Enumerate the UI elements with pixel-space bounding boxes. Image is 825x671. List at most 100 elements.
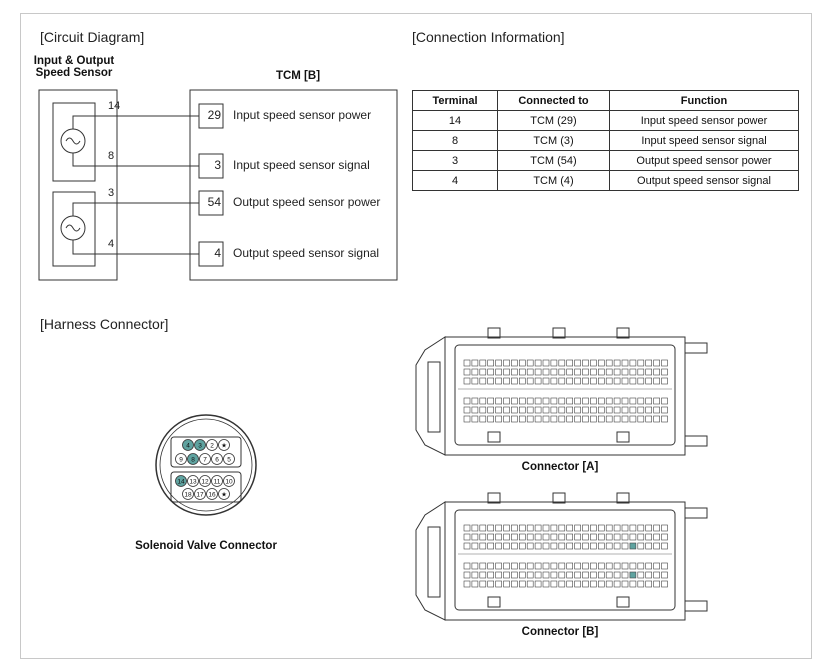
connector-pin	[487, 542, 495, 550]
connector-pin	[479, 377, 487, 385]
connector-pin	[550, 571, 558, 579]
connector-pin	[653, 533, 660, 541]
connector-pin	[590, 359, 597, 367]
connector-pin	[566, 359, 574, 367]
connector-pin	[463, 415, 471, 423]
connector-pin	[463, 524, 471, 532]
connector-pin	[503, 406, 510, 414]
connector-pin	[653, 397, 660, 405]
connector-pin	[503, 397, 510, 405]
connector-pin	[471, 397, 479, 405]
solenoid-pin-label: ★	[221, 491, 227, 499]
connector-pin	[582, 377, 589, 385]
connector-pin	[645, 368, 653, 376]
connector-pin	[621, 571, 629, 579]
connector-pin	[566, 580, 574, 588]
connector-pin	[574, 359, 581, 367]
solenoid-pin-label: 12	[201, 479, 209, 486]
connector-pin	[661, 533, 668, 541]
table-cell: Output speed sensor signal	[609, 170, 799, 191]
solenoid-pin	[211, 475, 223, 487]
solenoid-pin-label: 18	[184, 492, 192, 499]
connector-b-label: Connector [B]	[521, 626, 599, 638]
connector-pin	[487, 368, 495, 376]
solenoid-outer-ring	[155, 414, 257, 516]
connector-pin	[511, 580, 518, 588]
connector-pin	[590, 406, 597, 414]
connector-pin	[613, 562, 621, 570]
connector-pin	[495, 542, 502, 550]
sensor-pin-4: 4	[108, 238, 115, 250]
solenoid-pin-label: 4	[186, 443, 190, 450]
connector-pin	[534, 533, 542, 541]
tcm-pin-54-desc: Output speed sensor power	[233, 195, 381, 209]
table-header: Terminal	[412, 90, 498, 111]
connector-pin	[613, 406, 621, 414]
connector-pin	[534, 377, 542, 385]
connector-pin	[613, 377, 621, 385]
connector-pin	[518, 524, 526, 532]
connector-b-clip	[616, 596, 630, 608]
connector-pin	[526, 580, 534, 588]
connector-pin	[534, 562, 542, 570]
connector-a-clip	[552, 327, 566, 339]
tcm-pin-4-desc: Output speed sensor signal	[233, 246, 380, 260]
connector-pin	[621, 397, 629, 405]
connector-pin	[487, 377, 495, 385]
connector-pin	[629, 571, 637, 579]
tcm-box	[189, 89, 398, 281]
connector-b-clip	[487, 596, 501, 608]
connector-pin	[653, 377, 660, 385]
connector-pin	[487, 359, 495, 367]
connector-pin	[471, 580, 479, 588]
connector-pin	[637, 580, 645, 588]
connector-pin	[534, 415, 542, 423]
connector-pin	[621, 368, 629, 376]
connector-pin	[518, 397, 526, 405]
connector-pin	[605, 571, 613, 579]
connector-pin	[613, 533, 621, 541]
connector-pin	[463, 580, 471, 588]
connector-pin	[574, 368, 581, 376]
connector-pin	[471, 524, 479, 532]
connector-pin	[479, 368, 487, 376]
connector-pin	[629, 580, 637, 588]
connector-pin	[574, 533, 581, 541]
connector-b-clip	[616, 492, 630, 504]
connector-pin	[534, 542, 542, 550]
connector-pin	[558, 397, 566, 405]
table-cell: Output speed sensor power	[609, 150, 799, 171]
connector-pin	[479, 406, 487, 414]
connector-pin	[629, 397, 637, 405]
connector-pin	[645, 542, 653, 550]
connector-pin	[637, 571, 645, 579]
solenoid-inner-ring	[159, 418, 253, 512]
solenoid-pin	[175, 453, 187, 465]
connector-pin	[511, 368, 518, 376]
connector-pin	[479, 580, 487, 588]
connector-pin	[471, 377, 479, 385]
connector-pin	[582, 562, 589, 570]
connector-pin	[463, 542, 471, 550]
connector-pin	[518, 415, 526, 423]
connector-pin	[582, 406, 589, 414]
connector-pin	[653, 562, 660, 570]
connector-pin	[590, 524, 597, 532]
solenoid-pin	[223, 475, 235, 487]
connector-pin	[503, 524, 510, 532]
connector-pin	[511, 377, 518, 385]
connector-pin	[471, 542, 479, 550]
connector-pin	[503, 571, 510, 579]
circuit-diagram-title: [Circuit Diagram]	[40, 29, 145, 45]
connector-pin	[661, 359, 668, 367]
connector-pin	[495, 571, 502, 579]
connector-pin	[582, 524, 589, 532]
connector-a-label: Connector [A]	[521, 461, 599, 473]
connector-pin	[495, 397, 502, 405]
connector-pin	[487, 397, 495, 405]
connector-pin	[661, 524, 668, 532]
connector-pin	[629, 359, 637, 367]
